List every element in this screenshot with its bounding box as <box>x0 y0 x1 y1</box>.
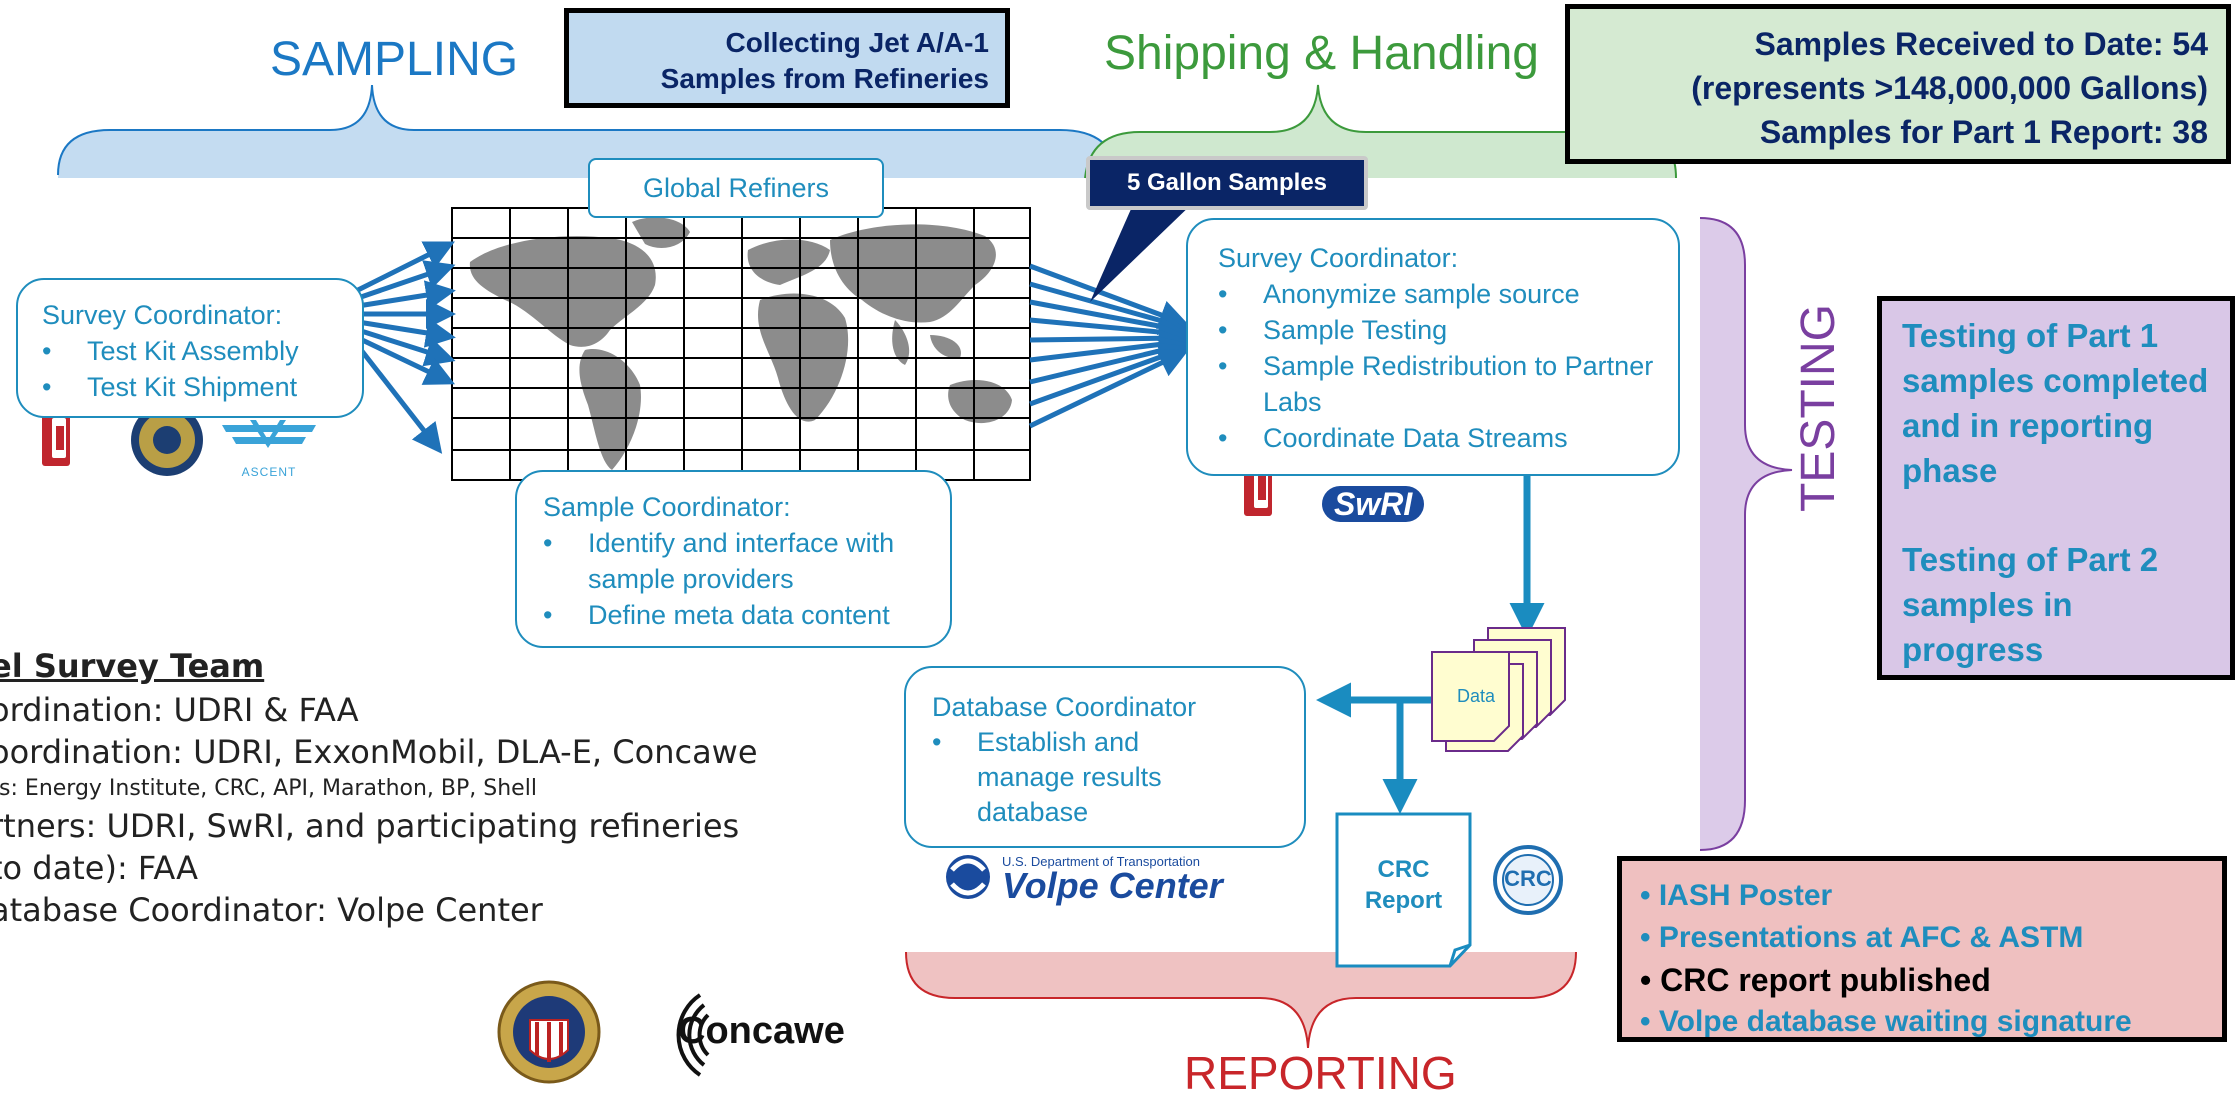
dla-seal-logo <box>497 980 601 1084</box>
concawe-swoosh-logo <box>676 993 710 1077</box>
collecting-line-1: Collecting Jet A/A-1 <box>725 27 989 58</box>
survey-team-list: el Survey Team ordination: UDRI & FAA oo… <box>0 650 758 926</box>
reporting-item: • IASH Poster <box>1640 879 1833 912</box>
crc-report-label: CRC Report <box>1337 854 1470 916</box>
crc-logo-text: CRC <box>1504 866 1552 891</box>
received-line-2: (represents >148,000,000 Gallons) <box>1691 70 2208 106</box>
ascent-logo <box>222 420 316 448</box>
testing-brace <box>1700 218 1792 850</box>
db-coord-item: Establish and manage results database <box>932 725 1177 830</box>
team-heading: el Survey Team <box>0 647 265 685</box>
crc-report-line-2: Report <box>1364 887 1443 914</box>
survey-left-item: Test Kit Assembly <box>42 333 362 369</box>
survey-right-item: Sample Redistribution to Partner Labs <box>1218 348 1668 420</box>
team-line: atabase Coordinator: Volpe Center <box>0 891 543 929</box>
reporting-item-text: Volpe database waiting signature <box>1658 1005 2132 1038</box>
survey-right-item: Sample Testing <box>1218 312 1668 348</box>
dot-small-text: U.S. Department of Transportation <box>1002 854 1200 869</box>
team-line: ordination: UDRI & FAA <box>0 691 359 729</box>
database-coordinator-box: Database Coordinator Establish and manag… <box>904 666 1306 848</box>
team-line: to date): FAA <box>0 849 199 887</box>
sample-coordinator-box: Sample Coordinator: Identify and interfa… <box>515 470 952 648</box>
volpe-logo-text: Volpe Center <box>1002 865 1223 906</box>
survey-right-item: Coordinate Data Streams <box>1218 420 1668 456</box>
crc-round-logo <box>1493 845 1563 915</box>
team-line: rtners: UDRI, SwRI, and participating re… <box>0 807 740 845</box>
shipping-header: Shipping & Handling <box>1104 27 1539 80</box>
fan-arrows-out <box>1028 263 1190 429</box>
dot-swirl-logo <box>946 855 990 899</box>
ascent-logo-text: ASCENT <box>241 465 297 479</box>
data-label: Data <box>1456 686 1496 706</box>
reporting-item-text: IASH Poster <box>1658 879 1833 912</box>
global-refiners-label: Global Refiners <box>588 158 884 218</box>
reporting-item: • Volpe database waiting signature <box>1640 1005 2132 1038</box>
survey-right-title: Survey Coordinator: <box>1218 243 1459 273</box>
testing-para-2: Testing of Part 2 samples in progress <box>1902 541 2159 668</box>
concawe-logo-text: Concawe <box>678 1010 845 1052</box>
samples-received-box: Samples Received to Date: 54 (represents… <box>1565 4 2231 164</box>
db-coord-title: Database Coordinator <box>932 692 1197 722</box>
sample-coord-item: Define meta data content <box>543 597 940 633</box>
shipping-brace <box>1085 85 1676 178</box>
testing-header: TESTING <box>1792 303 1845 512</box>
swri-logo-text: SwRI <box>1322 486 1425 522</box>
fan-arrows-in <box>356 241 456 454</box>
testing-status-box: Testing of Part 1 samples completed and … <box>1877 296 2235 680</box>
survey-left-title: Survey Coordinator: <box>42 300 283 330</box>
crc-report-line-1: CRC <box>1377 856 1430 883</box>
sampling-header: SAMPLING <box>270 33 519 86</box>
callout-pointer <box>1090 200 1196 302</box>
reporting-header: REPORTING <box>1184 1047 1457 1099</box>
collecting-box: Collecting Jet A/A-1 Samples from Refine… <box>564 8 1010 108</box>
reporting-item-text: Presentations at AFC & ASTM <box>1658 921 2084 954</box>
testing-para-1: Testing of Part 1 samples completed and … <box>1902 317 2209 489</box>
sample-coord-title: Sample Coordinator: <box>543 492 791 522</box>
five-gallon-callout: 5 Gallon Samples <box>1086 156 1368 210</box>
received-line-1: Samples Received to Date: 54 <box>1754 26 2208 62</box>
reporting-item: • Presentations at AFC & ASTM <box>1640 921 2084 954</box>
data-documents-icon <box>1431 627 1566 752</box>
faa-seal-logo <box>131 404 203 476</box>
reporting-item-text: CRC report published <box>1660 962 1991 998</box>
reporting-item: • CRC report published <box>1640 962 1991 998</box>
reporting-status-box: • IASH Poster • Presentations at AFC & A… <box>1617 856 2227 1042</box>
received-line-3: Samples for Part 1 Report: 38 <box>1759 114 2208 150</box>
world-map <box>451 207 1031 481</box>
survey-right-item: Anonymize sample source <box>1218 276 1668 312</box>
crc-report-doc <box>1335 812 1472 968</box>
sampling-brace <box>58 85 1118 178</box>
flow-arrows <box>1316 470 1545 814</box>
udri-logo-left <box>42 410 70 466</box>
collecting-line-2: Samples from Refineries <box>660 63 989 94</box>
survey-coordinator-right: Survey Coordinator: Anonymize sample sou… <box>1186 218 1680 476</box>
survey-left-item: Test Kit Shipment <box>42 369 362 405</box>
survey-coordinator-left: Survey Coordinator: Test Kit Assembly Te… <box>16 278 364 418</box>
team-line: oordination: UDRI, ExxonMobil, DLA-E, Co… <box>0 733 758 771</box>
sample-coord-item: Identify and interface with sample provi… <box>543 525 940 597</box>
team-line: rs: Energy Institute, CRC, API, Marathon… <box>0 776 537 801</box>
reporting-brace <box>906 952 1576 1048</box>
